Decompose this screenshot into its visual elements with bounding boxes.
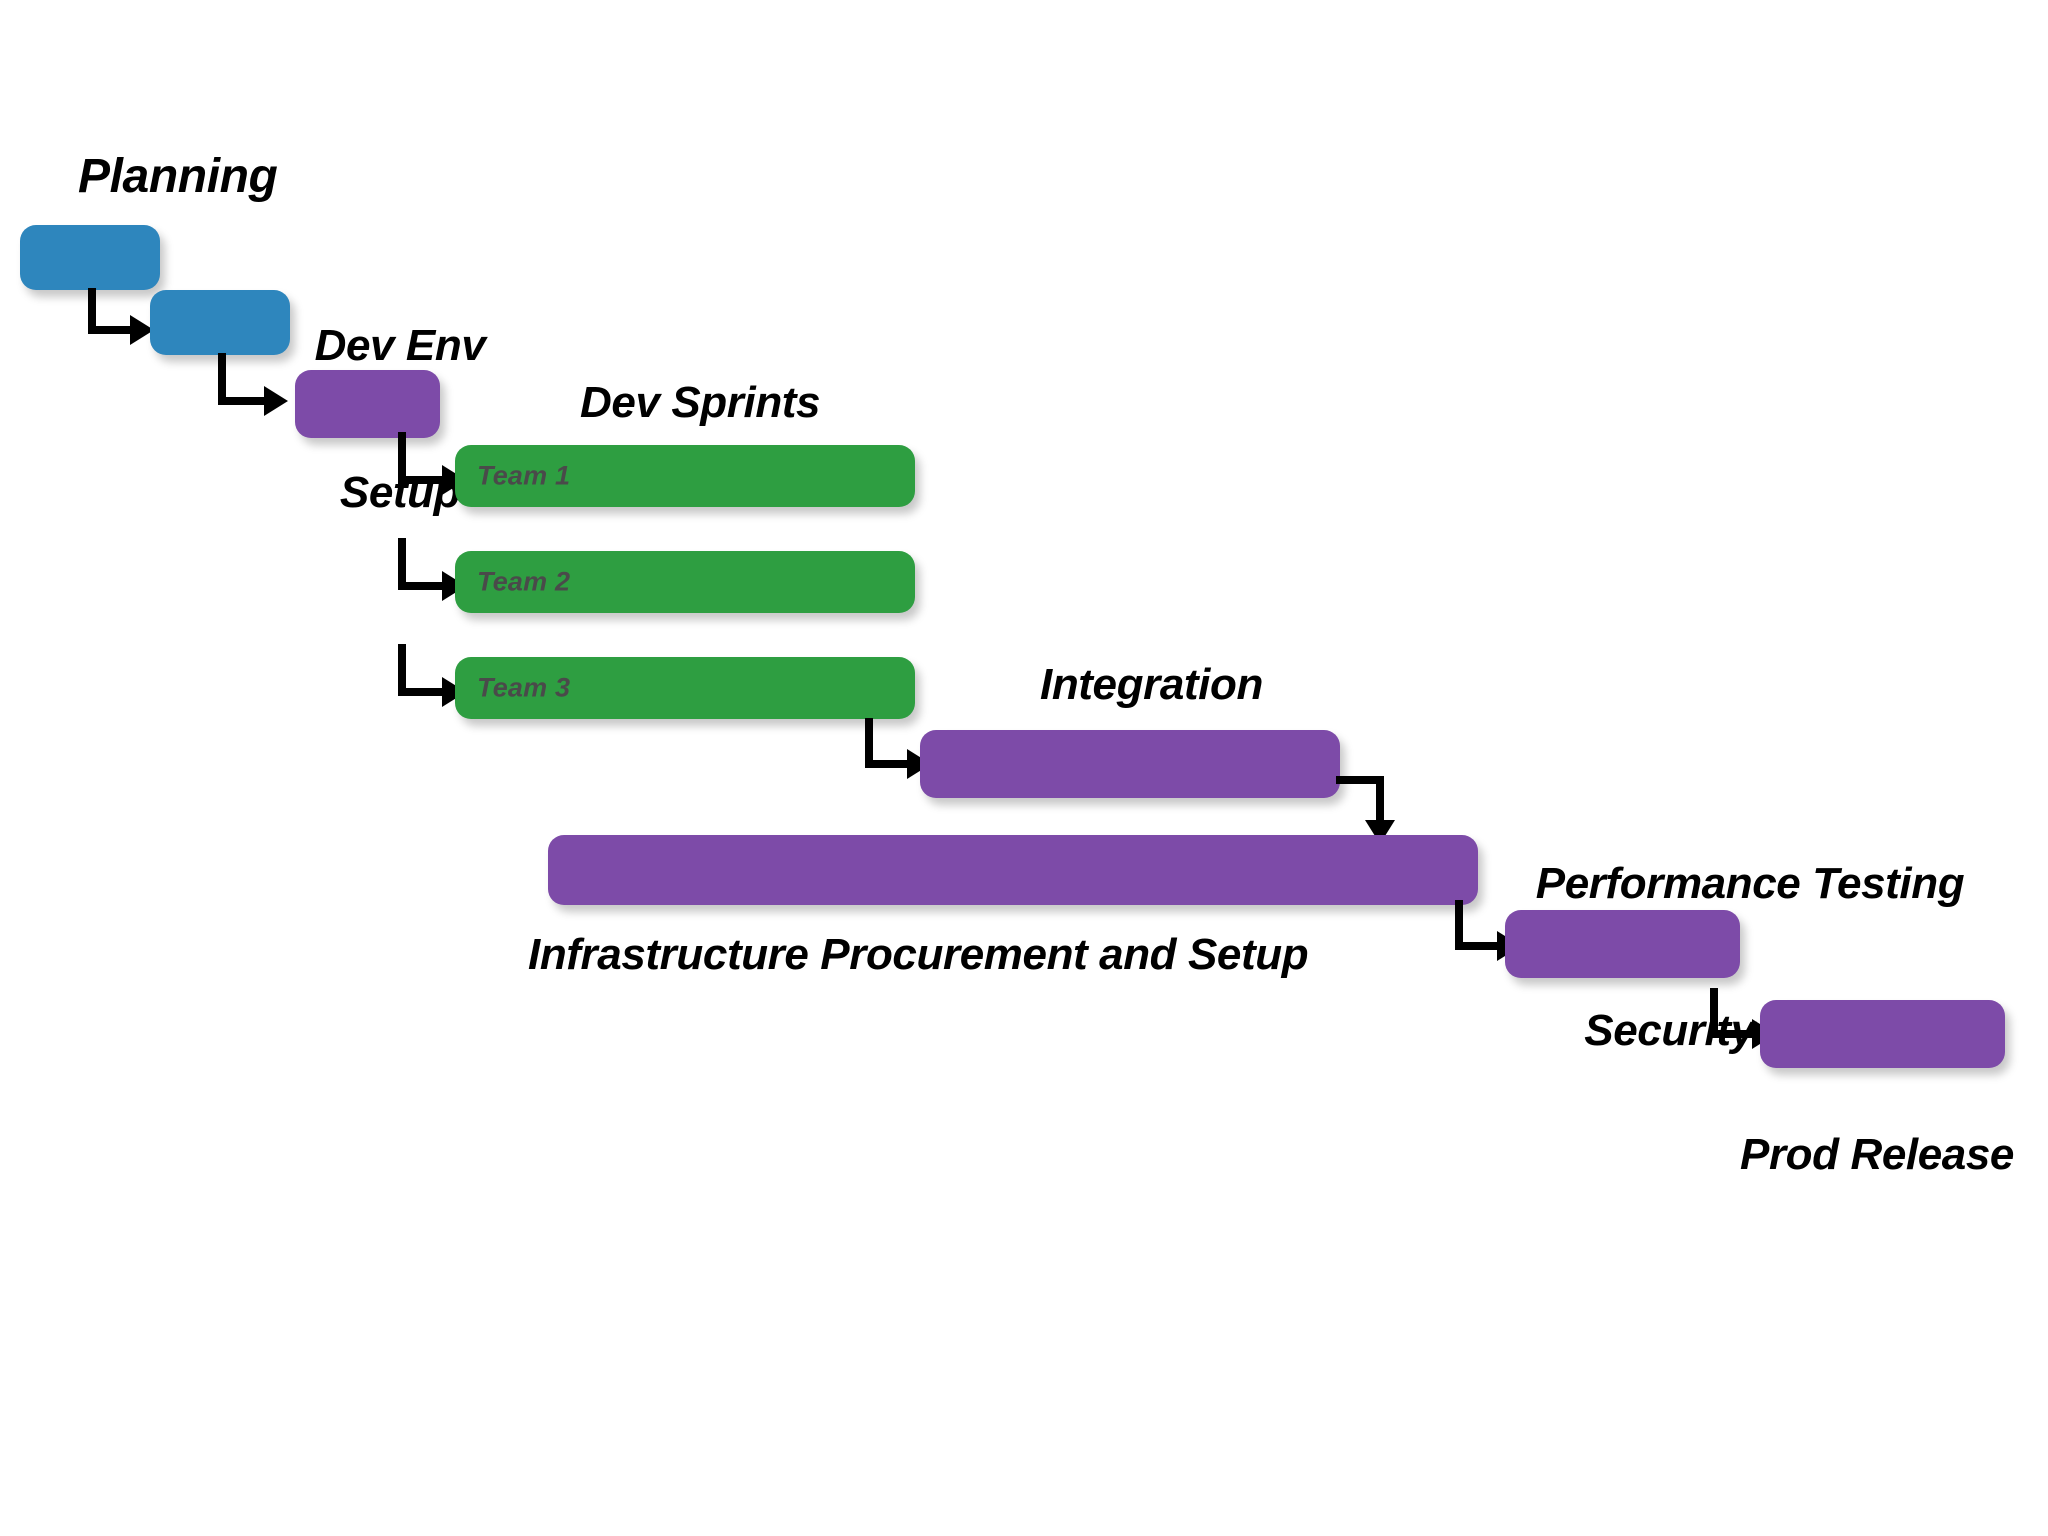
label-dev-env-setup-line1: Dev Env [314,320,486,370]
label-integration: Integration [1040,660,1263,709]
bar-planning-1[interactable] [20,225,160,290]
label-infrastructure: Infrastructure Procurement and Setup [528,930,1309,979]
bar-integration[interactable] [920,730,1340,798]
label-prod-release: Prod Release [1740,1130,2015,1179]
arrow-planning2-to-devenv [218,353,308,416]
bar-team-3[interactable]: Team 3 [455,657,915,719]
bar-dev-env-setup[interactable] [295,370,440,438]
label-performance-testing: Performance Testing [1535,858,1965,908]
bar-team-2[interactable]: Team 2 [455,551,915,613]
bar-team-3-label: Team 3 [477,672,571,703]
bar-infrastructure[interactable] [548,835,1478,905]
label-planning: Planning [78,150,278,203]
label-dev-sprints: Dev Sprints [580,378,821,427]
bar-performance-testing[interactable] [1505,910,1740,978]
bar-team-1[interactable]: Team 1 [455,445,915,507]
bar-team-2-label: Team 2 [477,566,571,597]
bar-prod-release[interactable] [1760,1000,2005,1068]
bar-planning-2[interactable] [150,290,290,355]
bar-team-1-label: Team 1 [477,460,571,491]
label-dev-env-setup: Dev Env Setup [300,222,500,616]
